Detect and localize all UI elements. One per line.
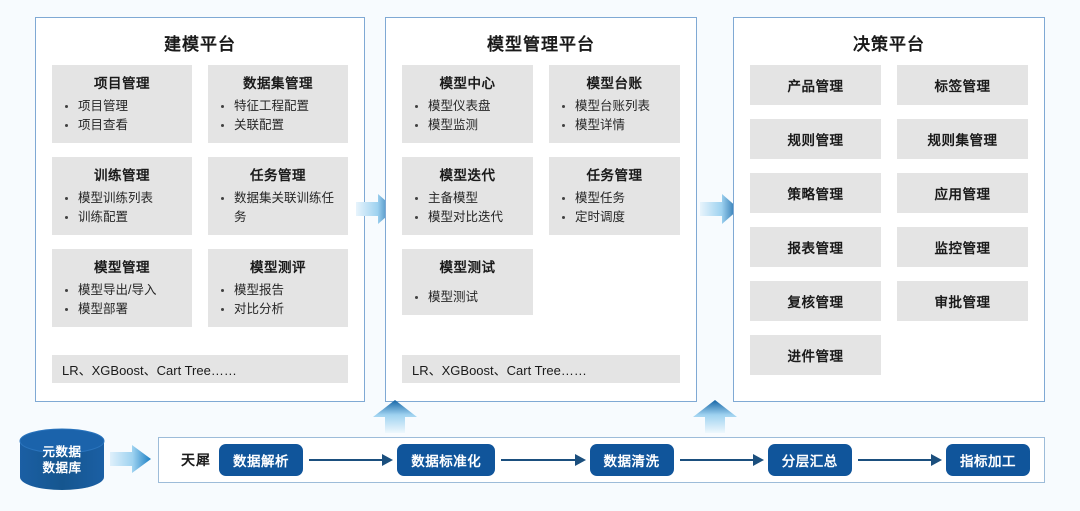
card-item-list: 模型测试 [410, 288, 525, 307]
pipeline-step-data-standardization[interactable]: 数据标准化 [397, 444, 496, 476]
list-item[interactable]: 模型仪表盘 [415, 97, 525, 116]
tile-rule-management[interactable]: 规则管理 [750, 119, 881, 159]
pipeline-step-metric-processing[interactable]: 指标加工 [946, 444, 1030, 476]
card-item-list: 主备模型 模型对比迭代 [410, 189, 525, 227]
pipeline-step-layered-aggregation[interactable]: 分层汇总 [767, 444, 852, 476]
list-item[interactable]: 训练配置 [65, 208, 184, 227]
card-model-iteration[interactable]: 模型迭代 主备模型 模型对比迭代 [402, 157, 533, 235]
algorithm-strip-modeling: LR、XGBoost、Cart Tree…… [52, 355, 348, 383]
arrow-up-icon-pipeline-to-modeling [372, 400, 418, 434]
list-item[interactable]: 模型训练列表 [65, 189, 184, 208]
list-item[interactable]: 定时调度 [562, 208, 672, 227]
arrow-right-icon-database-to-pipeline [110, 443, 152, 475]
data-pipeline-container: 天犀 数据解析 数据标准化 数据清洗 分层汇总 指标加工 [158, 437, 1045, 483]
list-item[interactable]: 项目查看 [65, 116, 184, 135]
list-item[interactable]: 模型详情 [562, 116, 672, 135]
card-item-list: 模型仪表盘 模型监测 [410, 97, 525, 135]
list-item[interactable]: 对比分析 [221, 300, 340, 319]
panel-model-management-platform: 模型管理平台 模型中心 模型仪表盘 模型监测 模型台账 模型台账列表 模型详情 … [385, 17, 697, 402]
card-item-list: 项目管理 项目查看 [60, 97, 184, 135]
list-item[interactable]: 模型任务 [562, 189, 672, 208]
tile-strategy-management[interactable]: 策略管理 [750, 173, 881, 213]
panel-modeling-platform: 建模平台 项目管理 项目管理 项目查看 数据集管理 特征工程配置 关联配置 训练… [35, 17, 365, 402]
arrow-right-icon-connector [497, 454, 587, 466]
card-title: 训练管理 [94, 168, 150, 183]
card-title: 任务管理 [250, 168, 306, 183]
card-training-management[interactable]: 训练管理 模型训练列表 训练配置 [52, 157, 192, 235]
card-task-management[interactable]: 任务管理 数据集关联训练任务 [208, 157, 348, 235]
tile-review-management[interactable]: 复核管理 [750, 281, 881, 321]
tile-product-management[interactable]: 产品管理 [750, 65, 881, 105]
arrow-right-icon-connector [305, 454, 395, 466]
tile-grid-decision: 产品管理 标签管理 规则管理 规则集管理 策略管理 应用管理 报表管理 监控管理… [734, 65, 1044, 375]
arrow-right-icon-connector [854, 454, 944, 466]
list-item[interactable]: 主备模型 [415, 189, 525, 208]
pipeline-flow: 数据解析 数据标准化 数据清洗 分层汇总 指标加工 [219, 444, 1044, 476]
card-model-evaluation[interactable]: 模型测评 模型报告 对比分析 [208, 249, 348, 327]
panel-title-decision: 决策平台 [853, 35, 925, 54]
card-model-test[interactable]: 模型测试 模型测试 [402, 249, 533, 315]
algorithm-strip-management: LR、XGBoost、Cart Tree…… [402, 355, 680, 383]
list-item[interactable]: 模型台账列表 [562, 97, 672, 116]
arrow-up-icon-pipeline-to-management [692, 400, 738, 434]
card-item-list: 数据集关联训练任务 [216, 189, 340, 227]
panel-decision-platform: 决策平台 产品管理 标签管理 规则管理 规则集管理 策略管理 应用管理 报表管理… [733, 17, 1045, 402]
tile-placeholder [897, 335, 1028, 375]
tile-ruleset-management[interactable]: 规则集管理 [897, 119, 1028, 159]
tile-label-management[interactable]: 标签管理 [897, 65, 1028, 105]
card-grid-modeling: 项目管理 项目管理 项目查看 数据集管理 特征工程配置 关联配置 训练管理 模型… [36, 65, 364, 327]
panel-title-modeling: 建模平台 [164, 35, 236, 54]
card-dataset-management[interactable]: 数据集管理 特征工程配置 关联配置 [208, 65, 348, 143]
card-item-list: 模型训练列表 训练配置 [60, 189, 184, 227]
card-model-ledger[interactable]: 模型台账 模型台账列表 模型详情 [549, 65, 680, 143]
card-title: 模型迭代 [439, 168, 496, 183]
card-model-management[interactable]: 模型管理 模型导出/导入 模型部署 [52, 249, 192, 327]
panel-title-management: 模型管理平台 [487, 35, 595, 54]
card-item-list: 模型任务 定时调度 [557, 189, 672, 227]
metadata-database-cylinder[interactable]: 元数据 数据库 [18, 428, 106, 490]
card-grid-management: 模型中心 模型仪表盘 模型监测 模型台账 模型台账列表 模型详情 模型迭代 主备… [386, 65, 696, 315]
list-item[interactable]: 模型测试 [415, 288, 525, 307]
tile-report-management[interactable]: 报表管理 [750, 227, 881, 267]
list-item[interactable]: 模型部署 [65, 300, 184, 319]
tile-monitoring-management[interactable]: 监控管理 [897, 227, 1028, 267]
card-project-management[interactable]: 项目管理 项目管理 项目查看 [52, 65, 192, 143]
list-item[interactable]: 数据集关联训练任务 [221, 189, 340, 227]
pipeline-step-data-cleaning[interactable]: 数据清洗 [589, 444, 674, 476]
card-title: 项目管理 [94, 76, 150, 91]
card-item-list: 模型报告 对比分析 [216, 281, 340, 319]
arrow-right-icon-management-to-decision [700, 192, 740, 226]
tile-approval-management[interactable]: 审批管理 [897, 281, 1028, 321]
list-item[interactable]: 模型报告 [221, 281, 340, 300]
card-model-center[interactable]: 模型中心 模型仪表盘 模型监测 [402, 65, 533, 143]
pipeline-step-data-parsing[interactable]: 数据解析 [219, 444, 303, 476]
list-item[interactable]: 特征工程配置 [221, 97, 340, 116]
list-item[interactable]: 模型对比迭代 [415, 208, 525, 227]
tile-application-management[interactable]: 应用管理 [897, 173, 1028, 213]
list-item[interactable]: 项目管理 [65, 97, 184, 116]
tile-intake-management[interactable]: 进件管理 [750, 335, 881, 375]
card-title: 模型测评 [250, 260, 306, 275]
card-item-list: 模型导出/导入 模型部署 [60, 281, 184, 319]
arrow-right-icon-connector [676, 454, 766, 466]
card-item-list: 模型台账列表 模型详情 [557, 97, 672, 135]
card-task-management[interactable]: 任务管理 模型任务 定时调度 [549, 157, 680, 235]
pipeline-platform-label: 天犀 [181, 452, 211, 468]
card-title: 模型测试 [439, 260, 496, 275]
list-item[interactable]: 模型导出/导入 [65, 281, 184, 300]
card-item-list: 特征工程配置 关联配置 [216, 97, 340, 135]
list-item[interactable]: 模型监测 [415, 116, 525, 135]
list-item[interactable]: 关联配置 [221, 116, 340, 135]
card-title: 数据集管理 [243, 76, 313, 91]
card-title: 模型管理 [94, 260, 150, 275]
card-title: 模型中心 [439, 76, 496, 91]
card-title: 模型台账 [586, 76, 643, 91]
card-title: 任务管理 [586, 168, 643, 183]
